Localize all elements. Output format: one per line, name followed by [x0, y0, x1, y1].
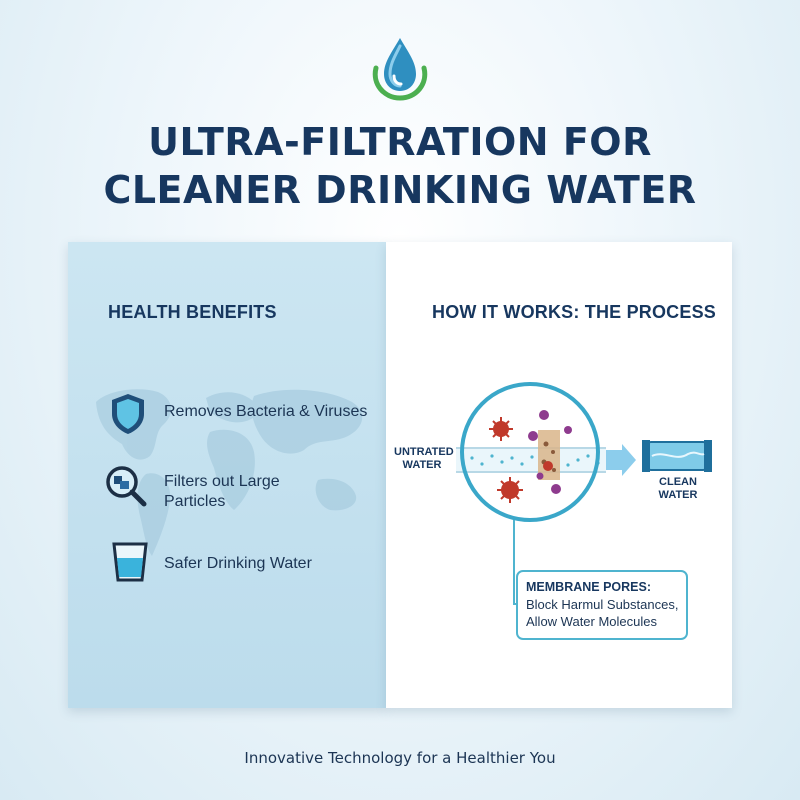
callout-line1: Block Harmul Substances, — [526, 597, 679, 612]
page-title-line2: CLEANER DRINKING WATER — [103, 168, 697, 212]
callout-line2: Allow Water Molecules — [526, 614, 658, 629]
magnifier-icon — [106, 466, 147, 507]
clean-water-label-line1: CLEAN — [659, 476, 697, 488]
shield-icon — [112, 394, 144, 434]
callout-heading: MEMBRANE PORES: — [526, 580, 652, 594]
health-benefits-heading: HEALTH BENEFITS — [108, 302, 277, 322]
benefit-2-text-line1: Filters out Large — [164, 473, 280, 490]
benefit-2-text-line2: Particles — [164, 493, 226, 510]
clean-water-label-line2: WATER — [658, 489, 698, 501]
untreated-water-label-line1: UNTRATED — [394, 446, 454, 458]
page-title-line1: ULTRA-FILTRATION FOR — [148, 120, 652, 164]
water-glass-icon — [112, 542, 148, 582]
membrane-pores-callout: MEMBRANE PORES: Block Harmul Substances,… — [516, 570, 688, 640]
health-benefits-panel: HEALTH BENEFITS Removes Bacteria & Virus… — [68, 242, 386, 708]
water-drop-logo-icon — [372, 38, 428, 101]
process-heading: HOW IT WORKS: THE PROCESS — [432, 302, 716, 322]
benefit-3-text: Safer Drinking Water — [164, 555, 312, 572]
untreated-water-label-line2: WATER — [402, 459, 442, 471]
world-map-icon — [96, 389, 363, 556]
benefit-1-text: Removes Bacteria & Viruses — [164, 403, 368, 420]
footer-tagline: Innovative Technology for a Healthier Yo… — [244, 749, 556, 767]
